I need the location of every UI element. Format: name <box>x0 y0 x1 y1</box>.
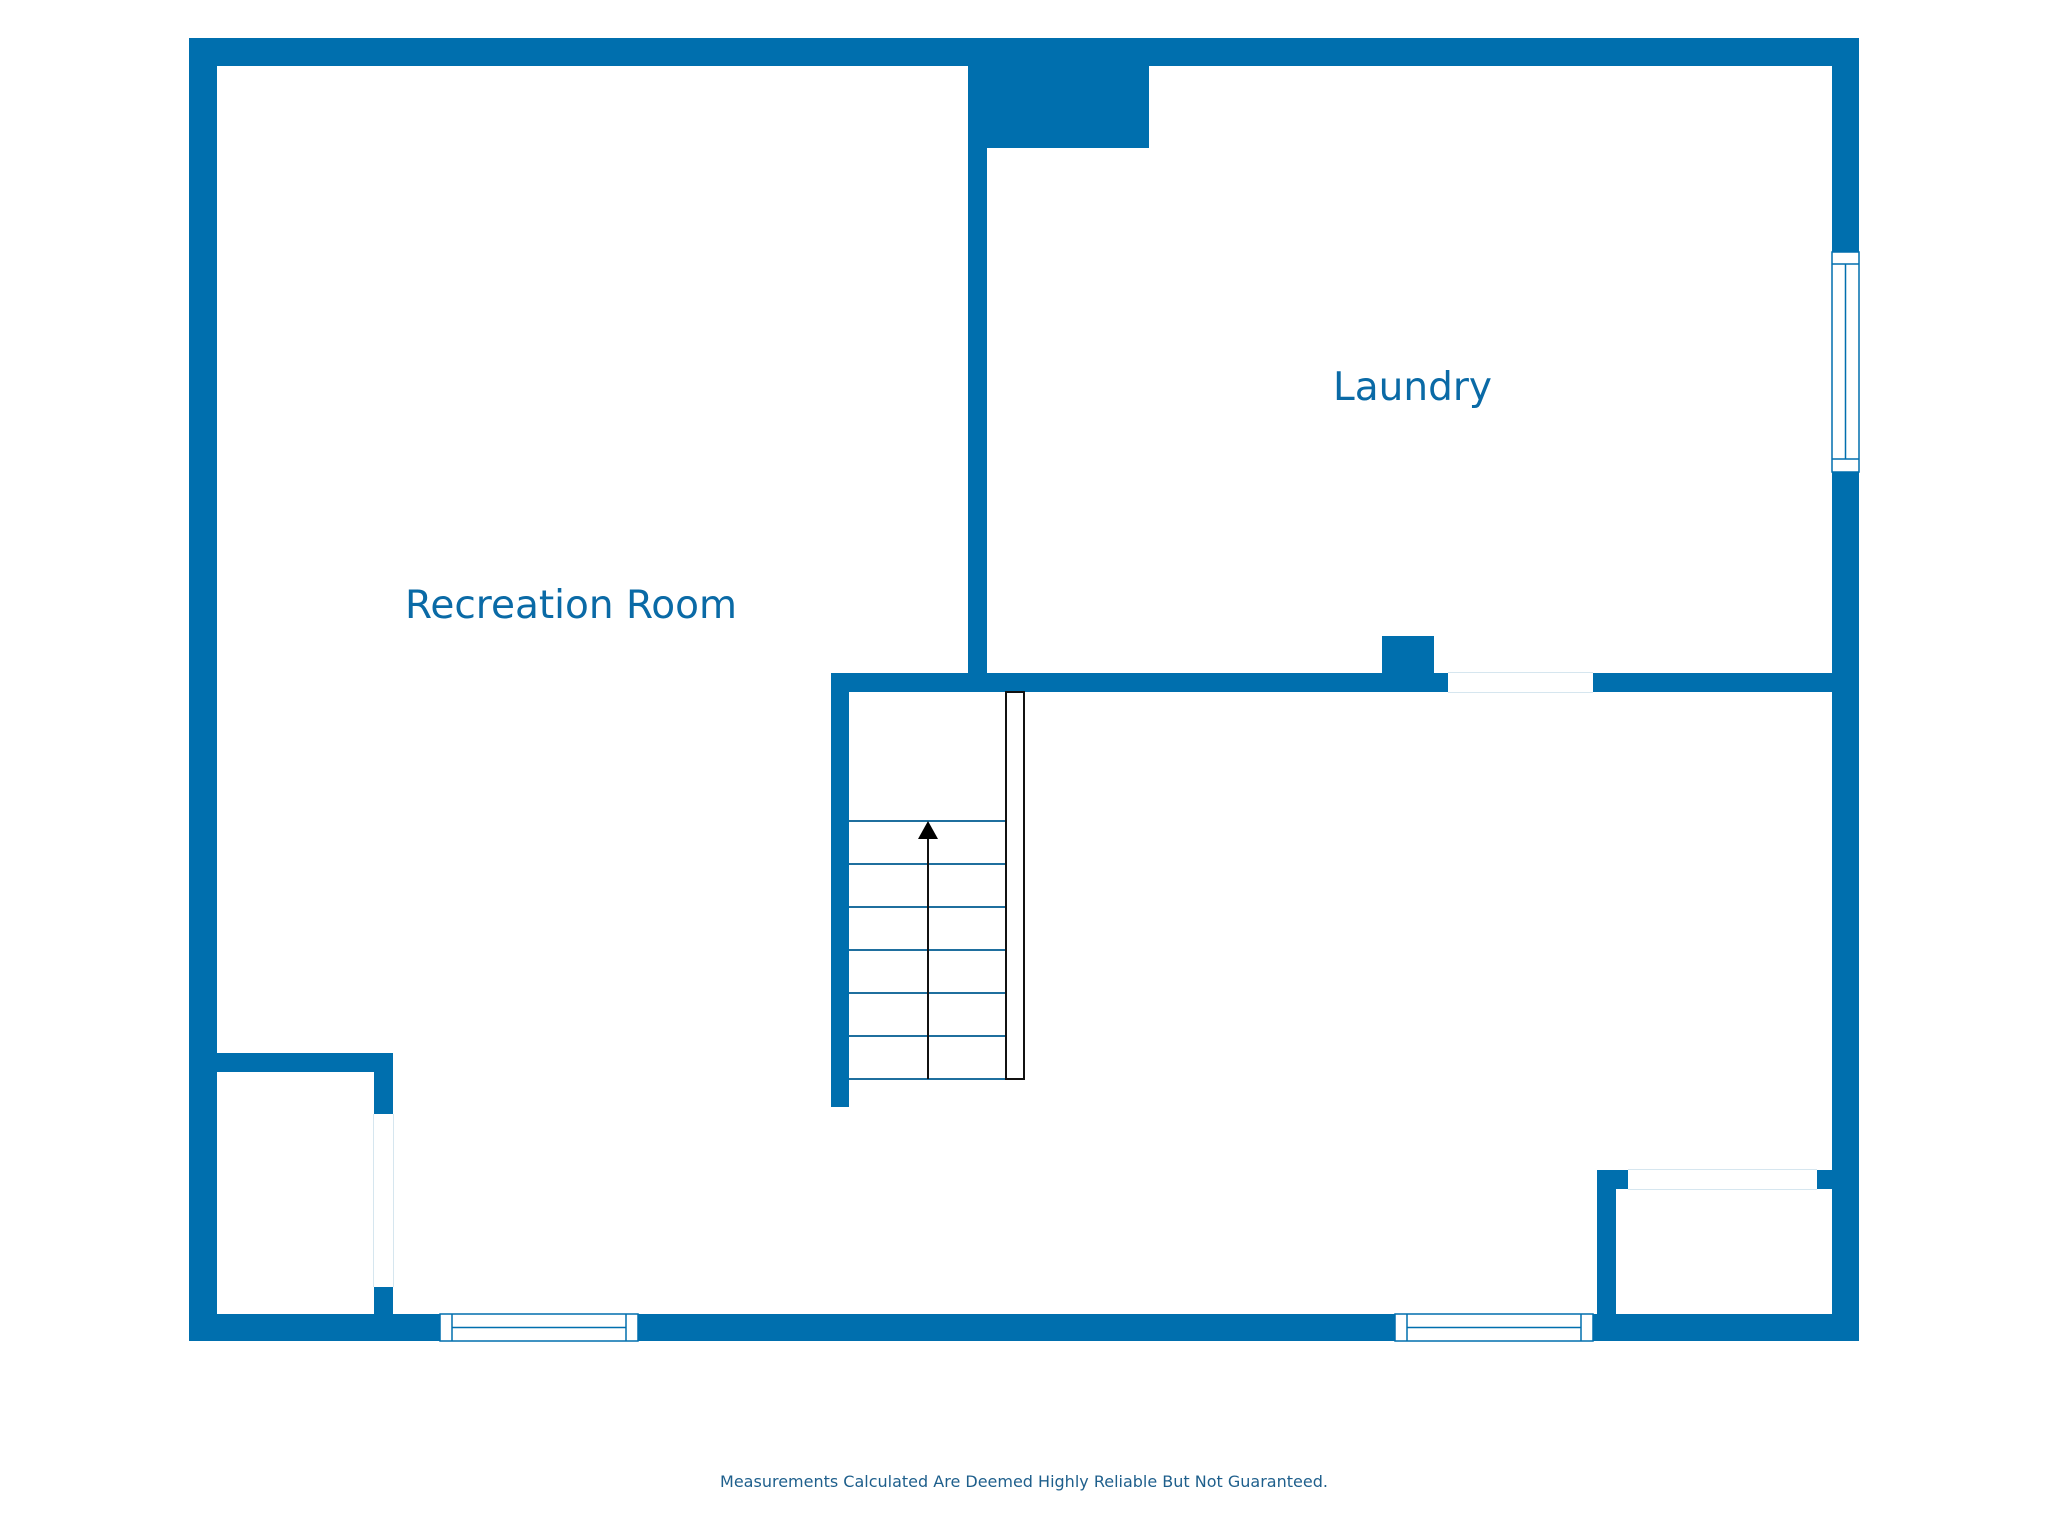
chimney-block <box>968 60 1149 148</box>
pillar <box>1382 636 1434 676</box>
closet-left-doorway <box>373 1114 394 1287</box>
closet-right-left-wall <box>1597 1170 1616 1341</box>
partition-wall-vertical <box>968 60 987 692</box>
outer-wall-left <box>189 38 217 1341</box>
window-laundry-right <box>1831 251 1860 473</box>
laundry-doorway <box>1448 672 1593 693</box>
room-label-laundry: Laundry <box>1333 365 1492 410</box>
partition-wall-horizontal <box>831 673 1851 692</box>
window-bottom-left <box>439 1313 639 1342</box>
staircase <box>849 691 1025 1080</box>
up-arrow-icon <box>918 821 938 1079</box>
closet-left-top-wall <box>189 1053 393 1072</box>
closet-right-doorway <box>1628 1169 1817 1190</box>
stair-wall <box>831 673 849 1107</box>
room-label-recreation-room: Recreation Room <box>405 583 738 628</box>
window-bottom-right <box>1394 1313 1594 1342</box>
disclaimer-text: Measurements Calculated Are Deemed Highl… <box>720 1472 1328 1491</box>
